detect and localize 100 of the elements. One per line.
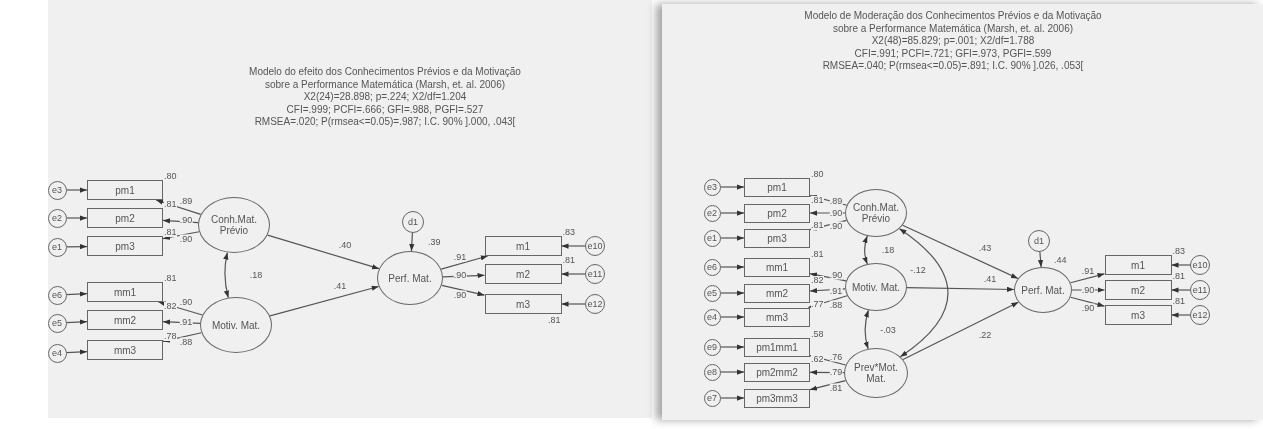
edge-label: .89: [829, 196, 843, 206]
path-arrow: [809, 272, 847, 282]
edge-label: .91: [1081, 266, 1095, 276]
path-arrow: [269, 285, 380, 317]
path-arrow: [719, 235, 745, 241]
error-term-circle: e1: [47, 237, 67, 257]
r-squared-value: .81: [548, 316, 561, 325]
edge-label: -.03: [880, 325, 896, 335]
path-arrow: [162, 319, 201, 325]
path-arrow: [807, 295, 848, 309]
r-squared-value: .82: [811, 275, 824, 285]
edge-label: .90: [179, 297, 193, 307]
indicator-box: mm1: [87, 282, 163, 302]
r-squared-value: .77: [811, 299, 824, 309]
edge-label: .90: [829, 221, 843, 231]
edge-label: .91: [453, 252, 467, 262]
disturbance-circle: d1: [402, 211, 424, 233]
edge-label: .90: [453, 270, 467, 280]
path-arrow: [65, 187, 88, 193]
edge-label: .79: [829, 367, 843, 377]
error-term-circle: e7: [703, 389, 721, 407]
latent-ellipse: Perf. Mat.: [377, 251, 443, 305]
path-arrow: [719, 344, 745, 350]
error-term-circle: e4: [47, 343, 67, 363]
error-term-circle: e8: [703, 363, 721, 381]
r-squared-value: .81: [811, 195, 824, 205]
fit-statistics: RMSEA=.040; P(rmsea<=0.05)=.891; I.C. 90% ].026, .053[: [821, 60, 1085, 73]
disturbance-circle: d1: [1028, 230, 1050, 252]
edge-label: .91: [179, 317, 193, 327]
edge-label: .41: [333, 281, 347, 291]
error-term-circle: e11: [1190, 280, 1210, 300]
latent-ellipse: Motiv. Mat.: [845, 263, 907, 311]
error-term-circle: e9: [703, 338, 721, 356]
path-arrow: [906, 286, 1015, 292]
path-arrow: [902, 224, 1019, 280]
error-term-circle: e3: [703, 178, 721, 196]
error-term-circle: e3: [47, 180, 67, 200]
covariance-arrow: [223, 251, 230, 299]
error-term-circle: e10: [585, 236, 605, 256]
edge-label: .90: [453, 290, 467, 300]
indicator-box: pm2: [87, 208, 163, 228]
edge-label: .89: [179, 196, 193, 206]
indicator-box: pm1: [744, 177, 810, 197]
r-squared-value: .78: [164, 332, 177, 341]
indicator-box: mm2: [87, 310, 163, 330]
path-arrow: [719, 395, 745, 401]
edge-label: .90: [179, 234, 193, 244]
r-squared-value: .82: [164, 302, 177, 311]
path-arrow: [65, 215, 88, 221]
covariance-arrow: [898, 228, 949, 358]
fit-statistics: CFI=.999; PCFI=.666; GFI=.988, PGFI=.527: [285, 103, 485, 116]
indicator-box: mm2: [744, 283, 810, 303]
error-term-circle: e11: [585, 264, 605, 284]
model-heading: Modelo de Moderação dos Conhecimentos Prévios e da Motivação sobre a Performance Matemática (Marsh, et. al. 2006): [803, 10, 1103, 35]
path-arrow: [65, 291, 88, 297]
indicator-box: mm3: [744, 307, 810, 327]
edge-label: .76: [829, 352, 843, 362]
path-arrow: [1069, 296, 1106, 307]
indicator-box: pm3: [87, 236, 163, 256]
indicator-box: pm3mm3: [744, 388, 810, 408]
edge-label: .88: [179, 337, 193, 347]
r-squared-value: .81: [164, 274, 177, 283]
latent-ellipse: Prev*Mot. Mat.: [844, 348, 908, 398]
edge-label: .90: [179, 215, 193, 225]
error-term-circle: e1: [703, 229, 721, 247]
path-arrow: [719, 184, 745, 190]
path-arrow: [560, 271, 586, 277]
path-arrow: [441, 284, 486, 297]
model-panel: [48, 0, 652, 418]
edge-label: .22: [978, 330, 992, 340]
edge-label: .43: [978, 243, 992, 253]
path-arrow: [162, 332, 202, 343]
indicator-box: m2: [484, 264, 562, 284]
indicator-box: mm1: [744, 257, 810, 277]
covariance-arrow: [862, 235, 868, 265]
indicator-box: pm1: [87, 180, 163, 200]
r-squared-value: .62: [811, 354, 824, 364]
indicator-box: mm3: [87, 340, 163, 360]
r-squared-value: .81: [1172, 272, 1185, 281]
path-arrow: [560, 243, 586, 249]
error-term-circle: e2: [47, 208, 67, 228]
r-squared-value: .80: [811, 169, 824, 179]
path-arrow: [440, 255, 489, 270]
fit-statistics: CFI=.991; PCFI=.721; GFI=.973, PGFI=.599: [853, 47, 1053, 60]
error-term-circle: e6: [703, 258, 721, 276]
edge-label: .18: [249, 270, 263, 280]
fit-statistics: X2(48)=85.829; p=.001; X2/df=1.788: [870, 35, 1036, 48]
error-term-circle: e5: [47, 313, 67, 333]
r-squared-value: .80: [164, 172, 177, 181]
edge-label: .91: [829, 286, 843, 296]
path-arrow: [1170, 312, 1191, 318]
path-arrow: [162, 231, 200, 240]
edge-label: .90: [1081, 303, 1095, 313]
r-squared-value: .81: [562, 256, 575, 265]
r-squared-value: .81: [164, 200, 177, 209]
error-term-circle: e5: [703, 284, 721, 302]
error-term-circle: e12: [585, 294, 605, 314]
r-squared-value: .44: [1054, 256, 1067, 265]
indicator-box: m2: [1104, 280, 1172, 300]
indicator-box: m3: [1104, 305, 1172, 325]
